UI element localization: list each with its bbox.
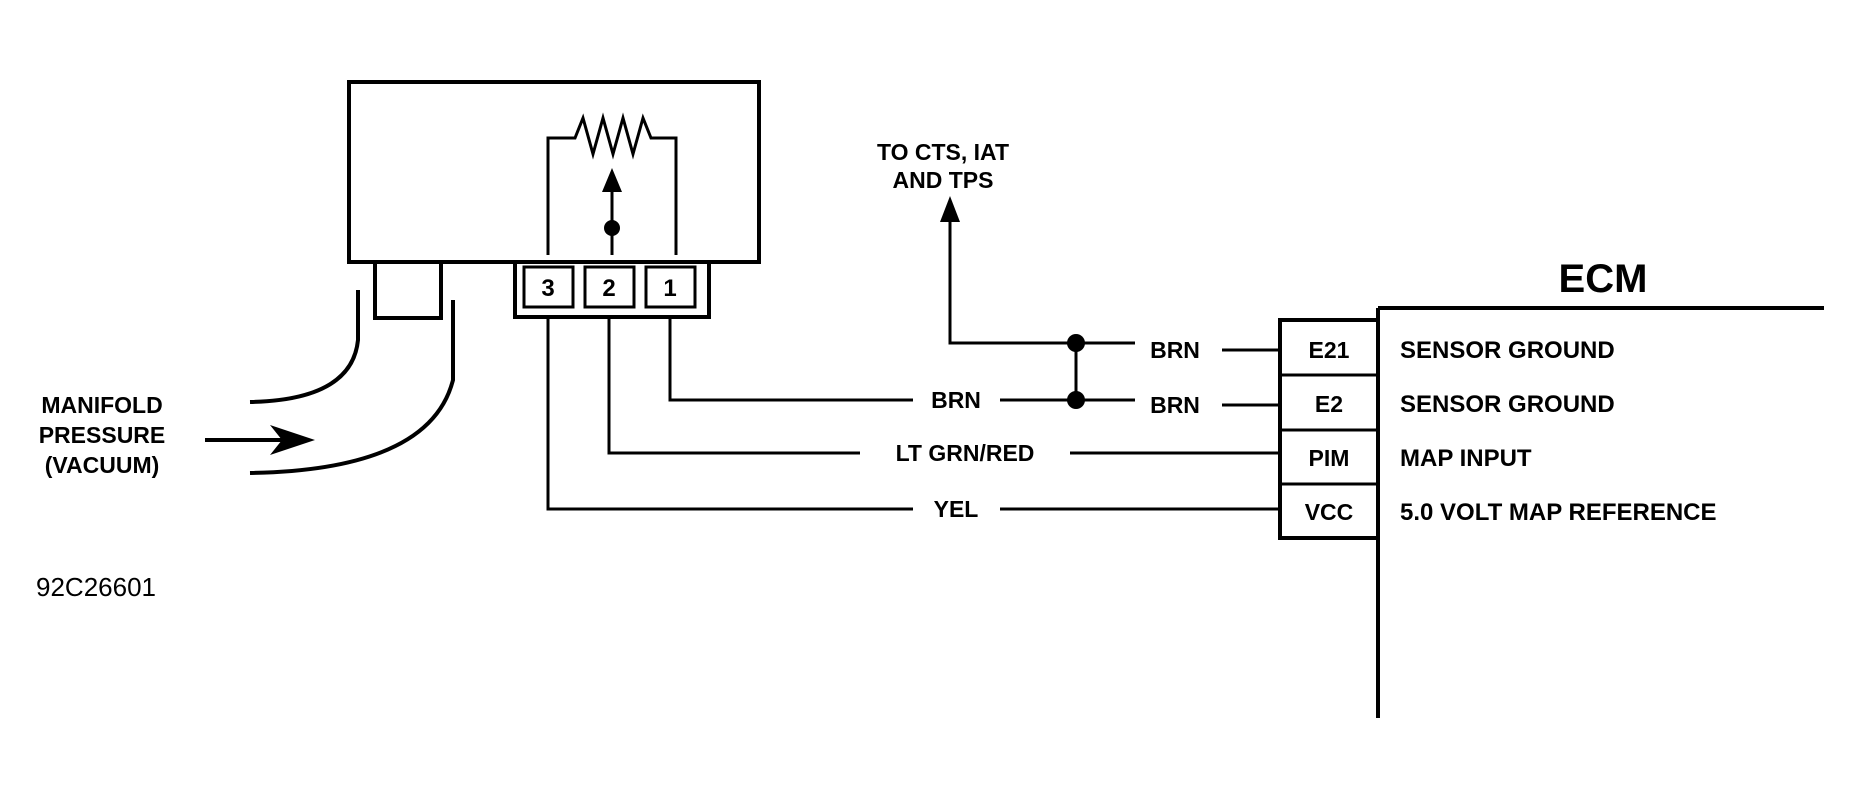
wiper-node <box>604 220 620 236</box>
ecm: ECM E21 E2 PIM VCC SENSOR GROUND SENSOR … <box>1278 257 1824 718</box>
sensor-connector <box>513 260 711 319</box>
pin-label-2: 2 <box>602 275 615 302</box>
vacuum-hose <box>205 290 455 475</box>
ecm-title: ECM <box>1559 257 1648 301</box>
to-sensors-label-line1: TO CTS, IAT <box>877 139 1009 165</box>
wire-label-brn-e2: BRN <box>1150 392 1200 418</box>
ecm-function-pim: MAP INPUT <box>1400 445 1532 472</box>
ecm-pin-e21: E21 <box>1309 337 1350 363</box>
wire-label-ltgrnred: LT GRN/RED <box>896 440 1035 466</box>
vacuum-port <box>373 262 443 320</box>
ecm-function-e2: SENSOR GROUND <box>1400 391 1615 418</box>
ecm-pin-vcc: VCC <box>1305 499 1354 525</box>
wiper-arrow-icon <box>602 168 622 192</box>
wire-brn-pin1 <box>668 317 913 402</box>
ecm-function-e21: SENSOR GROUND <box>1400 337 1615 364</box>
wire-to-other-sensors <box>948 220 1135 345</box>
up-arrow-icon <box>940 196 960 222</box>
hose-upper-wall <box>249 290 360 404</box>
ecm-pin-pim: PIM <box>1309 445 1350 471</box>
pin-label-3: 3 <box>541 275 554 302</box>
figure-id: 92C26601 <box>36 572 156 602</box>
ecm-function-vcc: 5.0 VOLT MAP REFERENCE <box>1400 499 1717 526</box>
wire-label-brn-e21: BRN <box>1150 337 1200 363</box>
vacuum-label-line2: PRESSURE <box>39 422 166 448</box>
sensor-housing <box>347 80 761 264</box>
wire-ltgrnred <box>607 317 860 455</box>
to-sensors-label-line2: AND TPS <box>893 167 994 193</box>
wires: BRN LT GRN/RED YEL BRN BRN <box>546 196 1280 522</box>
vacuum-arrow-icon <box>270 425 315 455</box>
wire-yel <box>546 317 913 511</box>
wire-label-brn-pin1: BRN <box>931 387 981 413</box>
wire-label-yel: YEL <box>934 496 979 522</box>
ecm-pin-e2: E2 <box>1315 391 1343 417</box>
pin-label-1: 1 <box>663 275 676 302</box>
pin-box-1 <box>644 265 697 309</box>
pin-box-2 <box>583 265 636 309</box>
vacuum-label-line1: MANIFOLD <box>41 392 162 418</box>
pin-box-3 <box>522 265 575 309</box>
hose-lower-wall <box>249 300 455 475</box>
vacuum-label-line3: (VACUUM) <box>45 452 160 478</box>
resistor-symbol <box>546 112 678 255</box>
map-sensor: 3 2 1 <box>347 80 761 320</box>
